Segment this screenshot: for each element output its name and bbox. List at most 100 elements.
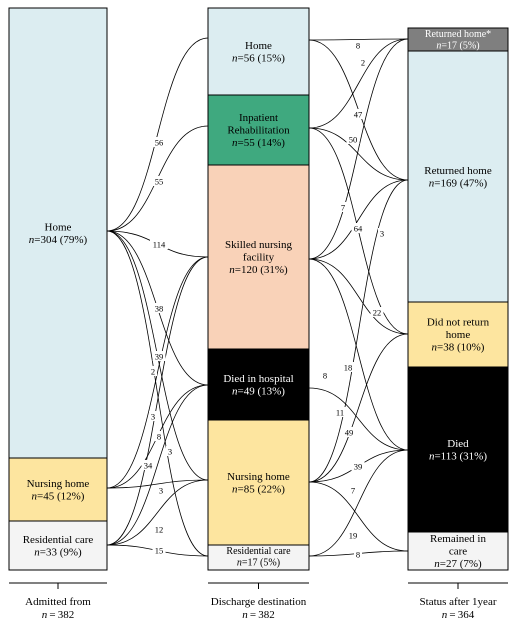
flow-link-a_rc-to-d_snf — [106, 256, 209, 546]
flow-link-d_rc-to-s_died — [308, 449, 409, 557]
node-label: Returned home — [424, 165, 492, 177]
flow-value-label: 39 — [354, 462, 363, 472]
flow-value-label: 3 — [168, 447, 172, 457]
node-label: Died — [447, 438, 469, 450]
flow-value-label: 11 — [336, 408, 344, 418]
column-title: Discharge destination — [211, 596, 307, 608]
node-box — [8, 520, 108, 571]
flow-link-d_snf-to-s_star — [308, 38, 409, 260]
node-count: n=17 (5%) — [237, 558, 280, 569]
flow-value-bg — [351, 109, 365, 119]
flow-value-bg — [351, 223, 365, 233]
node-label: Nursing home — [227, 471, 290, 483]
node-label: Residential care — [226, 546, 291, 557]
node-count: n=17 (5%) — [436, 41, 479, 52]
flow-value-label: 38 — [155, 304, 164, 314]
flow-value-label: 22 — [373, 308, 382, 318]
flow-value-bg — [152, 545, 166, 555]
node-box — [207, 419, 310, 546]
node-label: care — [449, 546, 467, 558]
flow-link-a_home-to-d_rc — [106, 230, 209, 557]
flow-value-label: 3 — [159, 486, 163, 496]
flow-value-bg — [354, 40, 362, 50]
node-box — [407, 50, 509, 303]
flow-value-label: 19 — [349, 531, 358, 541]
node-label: Home — [245, 40, 272, 52]
flow-link-d_home-to-s_star — [308, 38, 409, 41]
flow-value-bg — [321, 370, 329, 380]
node-label: Rehabilitation — [227, 125, 290, 137]
column-total: n = 364 — [442, 609, 475, 621]
flow-value-label: 7 — [341, 203, 345, 213]
node-count: n=304 (79%) — [29, 234, 88, 246]
flow-value-label: 39 — [155, 352, 164, 362]
flow-value-bg — [359, 57, 367, 67]
flow-value-bg — [155, 431, 163, 441]
node-label: Died in hospital — [223, 373, 293, 385]
flow-value-label: 18 — [344, 363, 353, 373]
flow-link-a_rc-to-d_nh — [106, 479, 209, 546]
flow-value-label: 56 — [155, 138, 164, 148]
flow-value-bg — [152, 351, 166, 361]
flow-value-label: 114 — [153, 240, 166, 250]
flow-value-label: 2 — [151, 367, 155, 377]
node-box — [207, 7, 310, 96]
flow-link-d_died-to-s_died — [308, 387, 409, 451]
flow-value-bg — [341, 362, 355, 372]
flow-value-label: 3 — [380, 229, 384, 239]
node-count: n=49 (13%) — [232, 385, 285, 397]
flow-value-bg — [141, 460, 155, 470]
flow-value-bg — [333, 407, 347, 417]
flow-value-bg — [346, 530, 360, 540]
flow-value-label: 15 — [155, 546, 164, 556]
flow-link-d_snf-to-s_notret — [308, 258, 409, 335]
flow-value-label: 7 — [351, 486, 355, 496]
flow-value-bg — [166, 446, 174, 456]
flow-value-label: 64 — [354, 224, 363, 234]
flow-value-label: 3 — [151, 412, 155, 422]
flow-value-bg — [378, 228, 386, 238]
node-label: Remained in — [430, 533, 486, 545]
flow-link-d_nh-to-s_home — [308, 179, 409, 483]
flow-value-label: 8 — [157, 432, 161, 442]
column-title: Admitted from — [25, 596, 91, 608]
flow-link-a_nh-to-d_snf — [106, 256, 209, 489]
flow-link-d_snf-to-s_home — [308, 179, 409, 260]
node-label: Home — [45, 221, 72, 233]
flow-value-label: 8 — [356, 41, 360, 51]
node-count: n=113 (31%) — [429, 450, 487, 462]
flow-value-bg — [150, 239, 168, 249]
flow-value-bg — [349, 485, 357, 495]
flow-link-d_rehab-to-s_star — [308, 38, 409, 129]
flow-link-a_nh-to-d_nh — [106, 479, 209, 489]
flow-value-bg — [152, 137, 166, 147]
node-count: n=55 (14%) — [232, 137, 285, 149]
node-count: n=120 (31%) — [229, 264, 288, 276]
column-total: n = 382 — [42, 609, 75, 621]
node-box — [207, 164, 310, 350]
flow-link-a_rc-to-d_died — [106, 384, 209, 546]
node-label: Skilled nursing — [225, 239, 292, 251]
flow-value-bg — [351, 461, 365, 471]
flow-value-label: 34 — [144, 461, 153, 471]
node-count: n=56 (15%) — [232, 52, 285, 64]
flow-value-bg — [339, 202, 347, 212]
node-count: n=33 (9%) — [34, 546, 82, 558]
flow-value-bg — [149, 366, 157, 376]
node-label: Did not return — [427, 317, 490, 329]
flow-value-bg — [152, 524, 166, 534]
flow-link-d_nh-to-s_notret — [308, 333, 409, 483]
flow-value-bg — [342, 427, 356, 437]
node-label: Inpatient — [239, 112, 278, 124]
node-label: Returned home* — [425, 29, 491, 40]
node-label: home — [446, 329, 471, 341]
